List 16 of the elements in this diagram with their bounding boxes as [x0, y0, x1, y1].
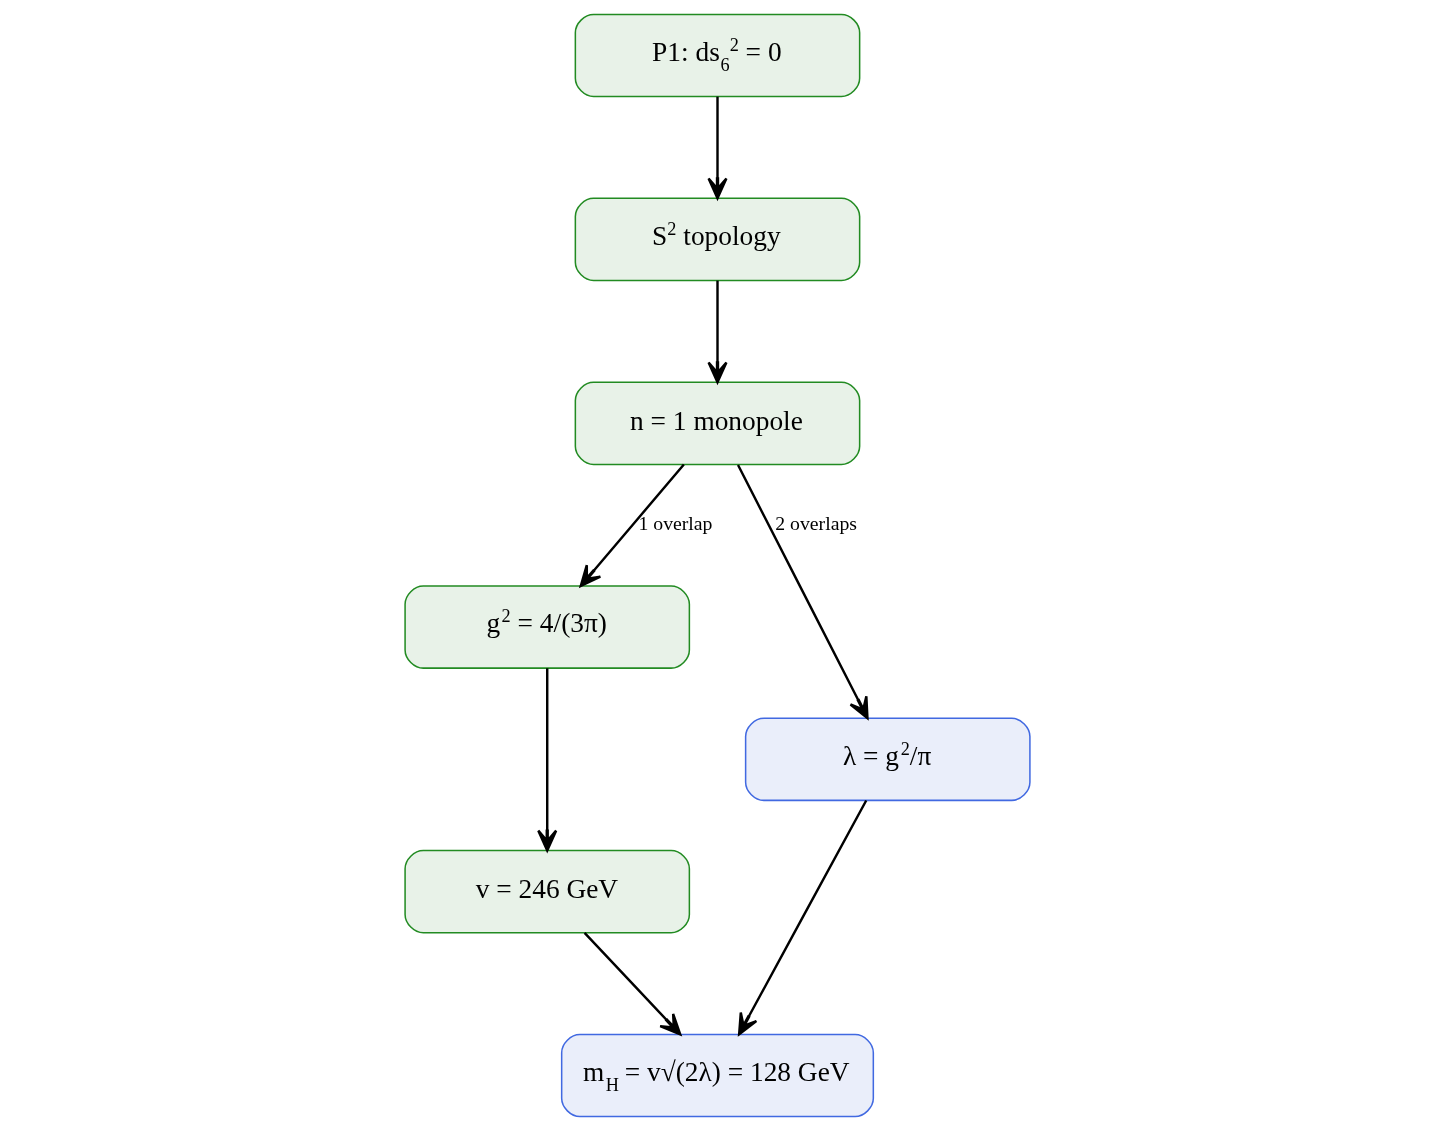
- node-box: m$_{H}$ = v√(2λ) = 128 GeV: [560, 1033, 875, 1118]
- node-box: S$^{2}$ topology: [574, 197, 861, 282]
- arrow: [707, 280, 728, 384]
- arrow: [579, 463, 685, 588]
- arrow: [737, 799, 868, 1036]
- arrow: [736, 464, 869, 720]
- node-box: v = 246 GeV: [404, 849, 691, 934]
- arrow: [707, 96, 728, 200]
- node-box: g$^{2}$ = 4/(3π): [404, 585, 691, 669]
- node-box: λ = g$^{2}$/π: [744, 717, 1031, 802]
- node-box: P1: ds$_{6}$$^{2}$ = 0: [574, 13, 861, 98]
- edge-label: 1 overlap: [638, 512, 713, 535]
- arrow: [583, 932, 682, 1036]
- node-box: n = 1 monopole: [574, 381, 861, 466]
- arrow: [537, 668, 558, 852]
- edge-label: 2 overlaps: [775, 512, 858, 535]
